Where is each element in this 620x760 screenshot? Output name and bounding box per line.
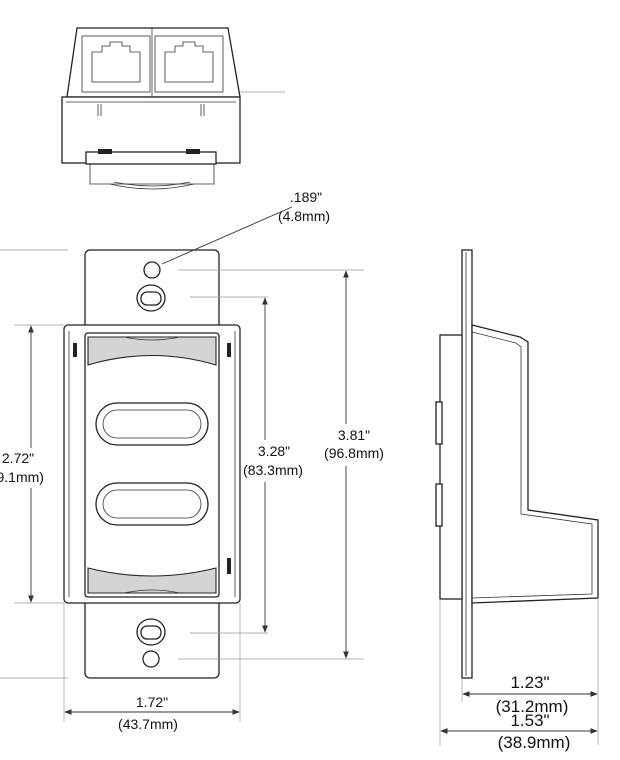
dim-module-height-inch: 2.72" [2, 450, 34, 466]
dim-screw-hole: .189" (4.8mm) [161, 189, 330, 265]
switch-button-top-icon [95, 402, 209, 446]
dim-plate-height: 3.81" (96.8mm) [178, 269, 384, 660]
mounting-slot-top-icon [136, 284, 166, 312]
dim-module-height: 2.72" (69.1mm) [0, 324, 64, 604]
dim-plate-height-inch: 3.81" [338, 427, 370, 443]
dim-plate-height-mm: (96.8mm) [324, 445, 384, 461]
front-view [0, 249, 241, 679]
dim-hole-spacing-inch: 3.28" [258, 443, 290, 459]
dim-screw-hole-mm: (4.8mm) [278, 208, 330, 224]
dim-module-height-mm: (69.1mm) [0, 469, 44, 485]
switch-button-bottom-icon [95, 482, 209, 526]
screw-hole-bottom-icon [142, 650, 160, 668]
dim-plate-width: 1.72" (43.7mm) [63, 603, 241, 732]
dim-total-depth-inch: 1.53" [510, 711, 549, 730]
dim-total-depth: 1.53" (38.9mm) [439, 599, 598, 752]
dim-hole-spacing-mm: (83.3mm) [243, 462, 303, 478]
mounting-slot-bottom-icon [136, 618, 166, 646]
dim-body-depth: 1.23" (31.2mm) [461, 673, 598, 716]
dim-body-depth-inch: 1.23" [510, 673, 549, 692]
top-view [61, 27, 285, 190]
side-view [435, 249, 599, 745]
dim-plate-width-inch: 1.72" [136, 694, 168, 710]
screw-hole-top-icon [143, 261, 161, 279]
rj45-jack-right-icon [154, 35, 224, 93]
dim-total-depth-mm: (38.9mm) [498, 733, 571, 752]
dim-plate-width-mm: (43.7mm) [118, 716, 178, 732]
dim-screw-hole-inch: .189" [290, 189, 322, 205]
dim-body-depth-mm: (31.2mm) [496, 697, 569, 716]
rj45-jack-left-icon [81, 35, 151, 93]
dim-hole-spacing: 3.28" (83.3mm) [190, 296, 303, 634]
